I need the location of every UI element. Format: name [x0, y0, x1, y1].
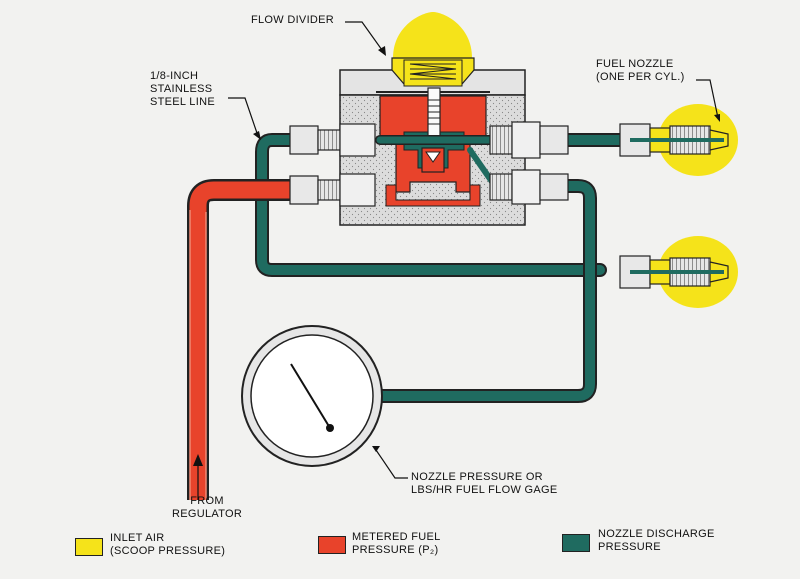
gage-label-line-2: LBS/HR FUEL FLOW GAGE	[411, 484, 558, 496]
legend-swatch-metered-fuel	[318, 536, 346, 554]
fuel-nozzle-lower	[619, 236, 738, 308]
arrowheads	[193, 46, 720, 466]
legend-metered-fuel-line-2: PRESSURE (P₂)	[352, 544, 439, 556]
gage-label: NOZZLE PRESSURE OR LBS/HR FUEL FLOW GAGE	[411, 471, 557, 497]
flow-divider-air-dome	[393, 12, 472, 58]
from-regulator-label-line-1: FROM	[190, 495, 224, 507]
right-fittings	[489, 121, 569, 205]
legend-inlet-air-line-2: (SCOOP PRESSURE)	[110, 545, 226, 557]
fuel-nozzle-label: FUEL NOZZLE (ONE PER CYL.)	[596, 58, 685, 84]
legend-nozzle-discharge-line-1: NOZZLE DISCHARGE	[598, 528, 715, 540]
legend-inlet-air-line-1: INLET AIR	[110, 532, 165, 544]
metered-fuel-line	[187, 179, 300, 500]
left-fittings	[289, 123, 376, 207]
legend-swatch-inlet-air	[75, 538, 103, 556]
legend-metered-fuel-line-1: METERED FUEL	[352, 531, 441, 543]
gage-label-line-1: NOZZLE PRESSURE OR	[411, 471, 543, 483]
stainless-line-label-line-3: STEEL LINE	[150, 96, 215, 108]
legend-nozzle-discharge-line-2: PRESSURE	[598, 541, 661, 553]
fuel-nozzle-label-line-2: (ONE PER CYL.)	[596, 71, 685, 83]
nozzle-discharge-lines	[255, 133, 632, 403]
fuel-nozzle-upper	[619, 104, 738, 176]
stainless-line-label-line-1: 1/8-INCH	[150, 70, 199, 82]
from-regulator-label-line-2: REGULATOR	[172, 508, 243, 520]
leader-lines	[197, 21, 719, 500]
legend-swatch-nozzle-discharge	[562, 534, 590, 552]
stainless-line-label: 1/8-INCH STAINLESS STEEL LINE	[150, 70, 215, 109]
fuel-nozzle-label-line-1: FUEL NOZZLE	[596, 58, 674, 70]
stainless-line-label-line-2: STAINLESS	[150, 83, 213, 95]
legend-label-inlet-air: INLET AIR (SCOOP PRESSURE)	[110, 532, 225, 558]
legend-label-nozzle-discharge: NOZZLE DISCHARGE PRESSURE	[598, 528, 715, 554]
flow-divider-label: FLOW DIVIDER	[251, 14, 335, 26]
pressure-gage	[241, 325, 383, 467]
from-regulator-label: FROM REGULATOR	[172, 495, 242, 521]
legend-label-metered-fuel: METERED FUEL PRESSURE (P₂)	[352, 531, 441, 557]
